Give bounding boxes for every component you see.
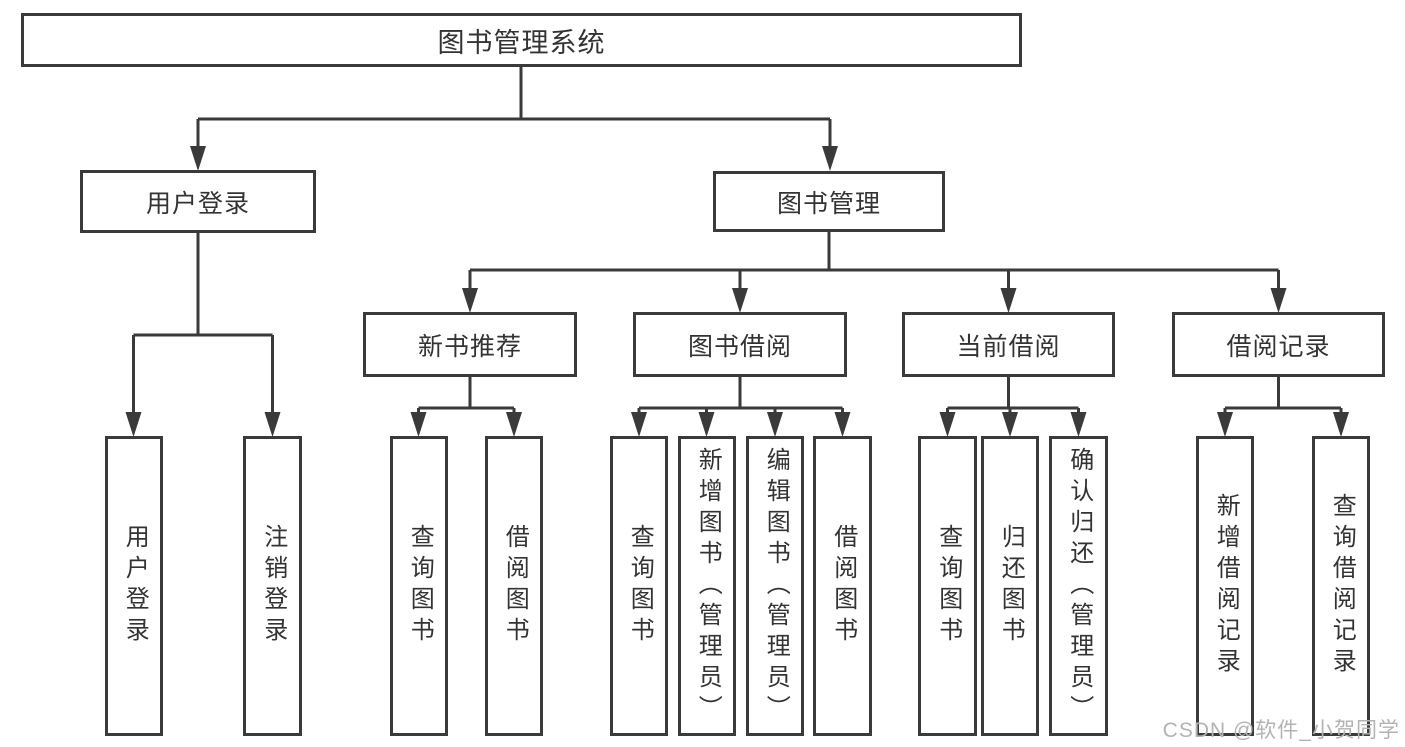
leaf-logout: 注销登录 xyxy=(243,436,302,736)
node-new-book-recommend: 新书推荐 xyxy=(363,312,577,377)
leaf-query-books-1: 查询图书 xyxy=(390,436,448,736)
leaf-add-borrow-record-label: 新增借阅记录 xyxy=(1212,493,1240,679)
node-current-borrowing: 当前借阅 xyxy=(902,312,1115,377)
csdn-watermark: CSDN @软件_小贺同学 xyxy=(1162,719,1400,742)
leaf-user-login: 用户登录 xyxy=(105,436,163,736)
node-book-management: 图书管理 xyxy=(713,171,945,232)
node-new-book-recommend-label: 新书推荐 xyxy=(417,332,522,361)
leaf-query-books-2-label: 查询图书 xyxy=(626,524,654,648)
leaf-add-book-admin-label: 新增图书（管理员） xyxy=(694,446,722,726)
leaf-return-books: 归还图书 xyxy=(981,436,1039,736)
leaf-borrow-books-2-label: 借阅图书 xyxy=(829,524,857,648)
leaf-confirm-return-admin: 确认归还（管理员） xyxy=(1049,436,1108,736)
leaf-edit-book-admin: 编辑图书（管理员） xyxy=(746,436,804,736)
leaf-add-book-admin: 新增图书（管理员） xyxy=(678,436,736,736)
node-book-borrowing-label: 图书借阅 xyxy=(687,332,792,361)
leaf-query-books-2: 查询图书 xyxy=(610,436,668,736)
node-library-system-label: 图书管理系统 xyxy=(437,27,606,58)
arrowheads xyxy=(125,146,1349,437)
node-user-login-label: 用户登录 xyxy=(145,189,250,218)
node-book-borrowing: 图书借阅 xyxy=(633,312,847,377)
leaf-query-borrow-record: 查询借阅记录 xyxy=(1312,436,1370,736)
leaf-query-books-1-label: 查询图书 xyxy=(406,524,434,648)
leaf-add-borrow-record: 新增借阅记录 xyxy=(1196,436,1254,736)
node-current-borrowing-label: 当前借阅 xyxy=(956,332,1061,361)
leaf-return-books-label: 归还图书 xyxy=(997,524,1025,648)
leaf-query-books-3-label: 查询图书 xyxy=(934,524,962,648)
node-user-login: 用户登录 xyxy=(80,170,316,233)
node-book-management-label: 图书管理 xyxy=(776,189,881,218)
leaf-query-books-3: 查询图书 xyxy=(918,436,977,736)
node-borrow-records-label: 借阅记录 xyxy=(1226,332,1331,361)
leaf-borrow-books-2: 借阅图书 xyxy=(813,436,872,736)
node-library-system: 图书管理系统 xyxy=(21,13,1022,67)
leaf-logout-label: 注销登录 xyxy=(259,524,287,648)
node-borrow-records: 借阅记录 xyxy=(1172,312,1385,377)
leaf-edit-book-admin-label: 编辑图书（管理员） xyxy=(762,446,790,726)
leaf-borrow-books-1-label: 借阅图书 xyxy=(501,524,529,648)
leaf-confirm-return-admin-label: 确认归还（管理员） xyxy=(1065,446,1093,726)
leaf-user-login-label: 用户登录 xyxy=(121,524,149,648)
leaf-borrow-books-1: 借阅图书 xyxy=(485,436,543,736)
leaf-query-borrow-record-label: 查询借阅记录 xyxy=(1328,493,1356,679)
